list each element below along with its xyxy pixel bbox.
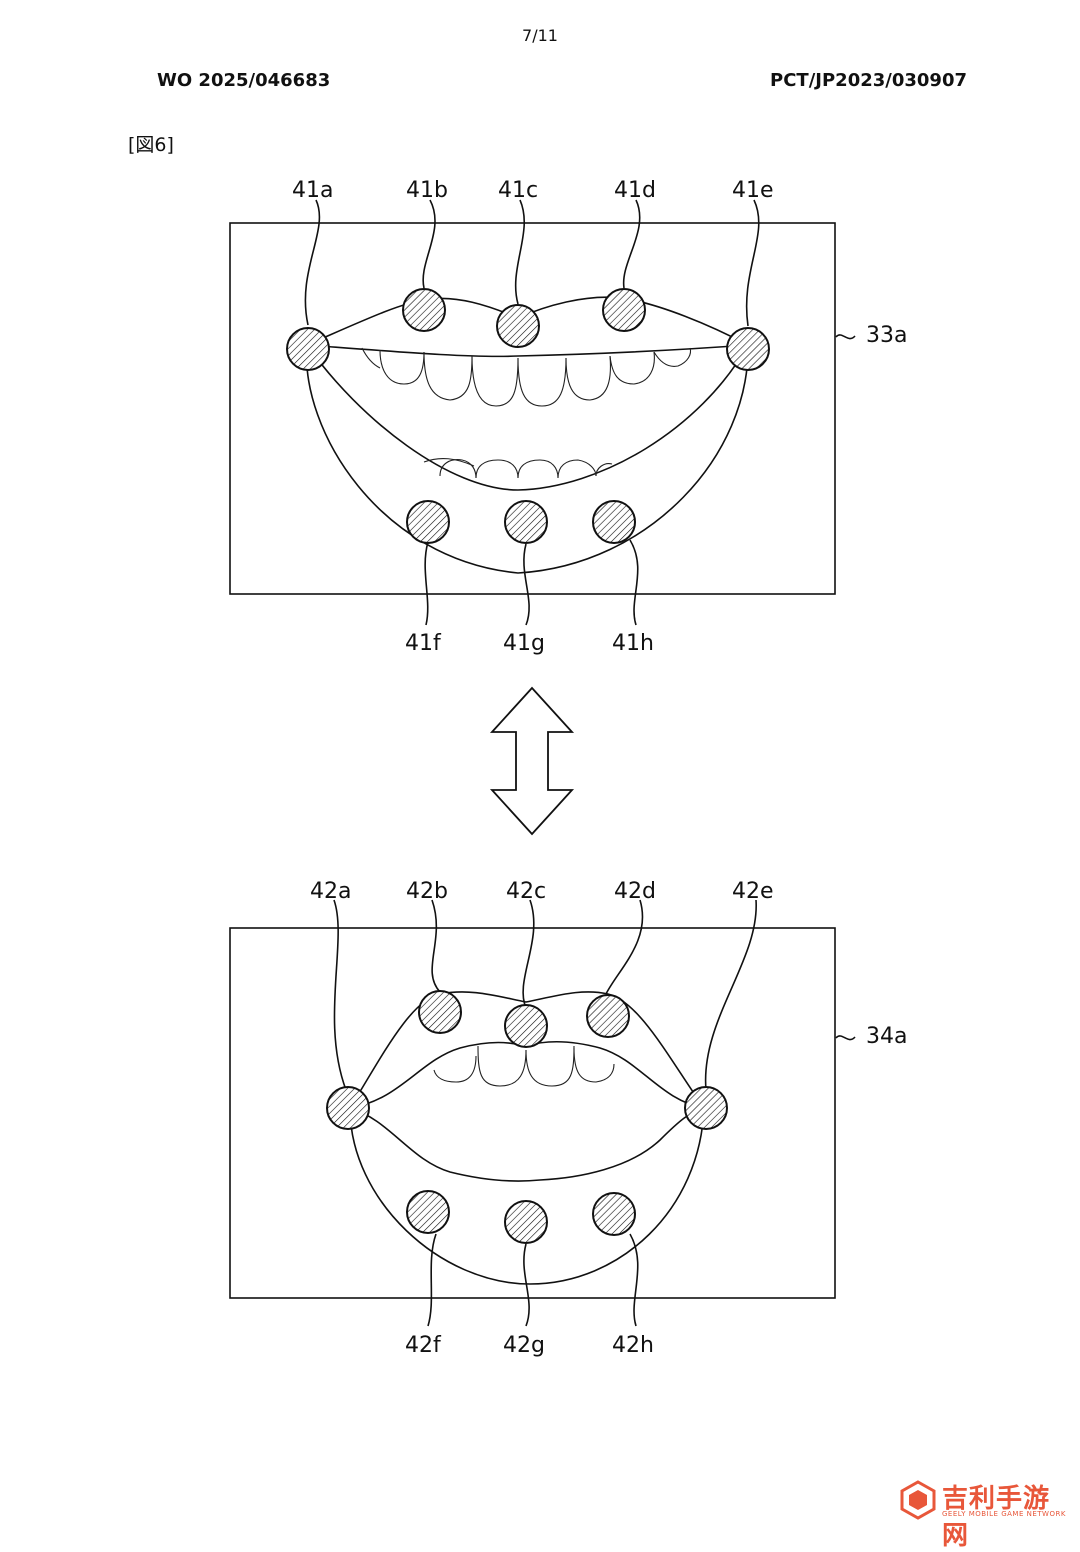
double-arrow-vertical-icon: [489, 686, 575, 836]
bottom-upper-teeth: [433, 1045, 615, 1087]
bottom-lower-lip-outer: [349, 1107, 705, 1285]
label-42d: 42d: [614, 879, 656, 904]
application-number: PCT/JP2023/030907: [770, 70, 967, 91]
landmark-42c: [504, 1004, 548, 1048]
top-panel: 33a: [229, 178, 907, 656]
publication-number: WO 2025/046683: [157, 70, 331, 91]
landmark-41c: [496, 304, 540, 348]
label-41c: 41c: [498, 178, 538, 203]
landmark-41f: [406, 500, 450, 544]
top-panel-leader: [835, 334, 856, 340]
landmark-42h: [592, 1192, 636, 1236]
label-42f: 42f: [405, 1333, 442, 1358]
bottom-panel-leader: [835, 1035, 856, 1041]
top-mouth-line: [306, 344, 749, 358]
leader-42e: [704, 899, 757, 1091]
leader-41g: [523, 543, 530, 626]
watermark-subtext: GEELY MOBILE GAME NETWORK: [942, 1510, 1066, 1518]
bottom-lower-lip-inner: [349, 1107, 705, 1182]
label-42a: 42a: [310, 879, 351, 904]
bottom-panel: 34a 42a 4: [229, 879, 907, 1358]
top-panel-frame: [229, 222, 836, 595]
landmark-42f: [406, 1190, 450, 1234]
page-number: 7/11: [522, 26, 558, 45]
label-41e: 41e: [732, 178, 774, 203]
label-41d: 41d: [614, 178, 656, 203]
label-41a: 41a: [292, 178, 333, 203]
top-panel-ref-label: 33a: [866, 323, 907, 348]
label-42e: 42e: [732, 879, 774, 904]
leader-42g: [523, 1243, 530, 1327]
leader-41a: [304, 199, 321, 326]
leader-41b: [422, 199, 436, 289]
landmark-42g: [504, 1200, 548, 1244]
hexagon-logo-icon: [900, 1480, 936, 1520]
leader-42d: [605, 899, 644, 995]
bottom-panel-frame: [229, 927, 836, 1299]
landmark-42a: [326, 1086, 370, 1130]
label-42h: 42h: [612, 1333, 654, 1358]
landmark-41g: [504, 500, 548, 544]
leader-42b: [431, 899, 441, 993]
label-41b: 41b: [406, 178, 448, 203]
landmark-42e: [684, 1086, 728, 1130]
label-42c: 42c: [506, 879, 546, 904]
top-lower-teeth: [423, 457, 613, 479]
bottom-upper-lip-inner: [349, 1040, 705, 1109]
landmark-42b: [418, 990, 462, 1034]
leader-41d: [622, 199, 641, 289]
leader-42c: [522, 899, 535, 1009]
leader-42f: [427, 1233, 437, 1327]
label-42g: 42g: [503, 1333, 545, 1358]
bottom-upper-lip-outer: [349, 991, 705, 1109]
top-lower-lip-outer: [305, 344, 749, 574]
watermark: 吉利手游网 GEELY MOBILE GAME NETWORK: [898, 1476, 1066, 1551]
figure-label: [図6]: [128, 134, 174, 156]
top-upper-teeth: [361, 347, 692, 407]
landmark-41d: [602, 288, 646, 332]
landmark-41e: [726, 327, 770, 371]
leader-41h: [629, 539, 639, 626]
top-lower-lip-inner: [306, 344, 749, 491]
label-41f: 41f: [405, 631, 442, 656]
label-41g: 41g: [503, 631, 545, 656]
landmark-42d: [586, 994, 630, 1038]
bottom-panel-ref-label: 34a: [866, 1024, 907, 1049]
leader-41c: [514, 199, 525, 305]
leader-41f: [424, 541, 429, 626]
label-42b: 42b: [406, 879, 448, 904]
landmark-41b: [402, 288, 446, 332]
leader-41e: [745, 199, 760, 327]
leader-42a: [333, 899, 347, 1091]
leader-42h: [629, 1233, 639, 1327]
landmark-41a: [286, 327, 330, 371]
landmark-41h: [592, 500, 636, 544]
label-41h: 41h: [612, 631, 654, 656]
